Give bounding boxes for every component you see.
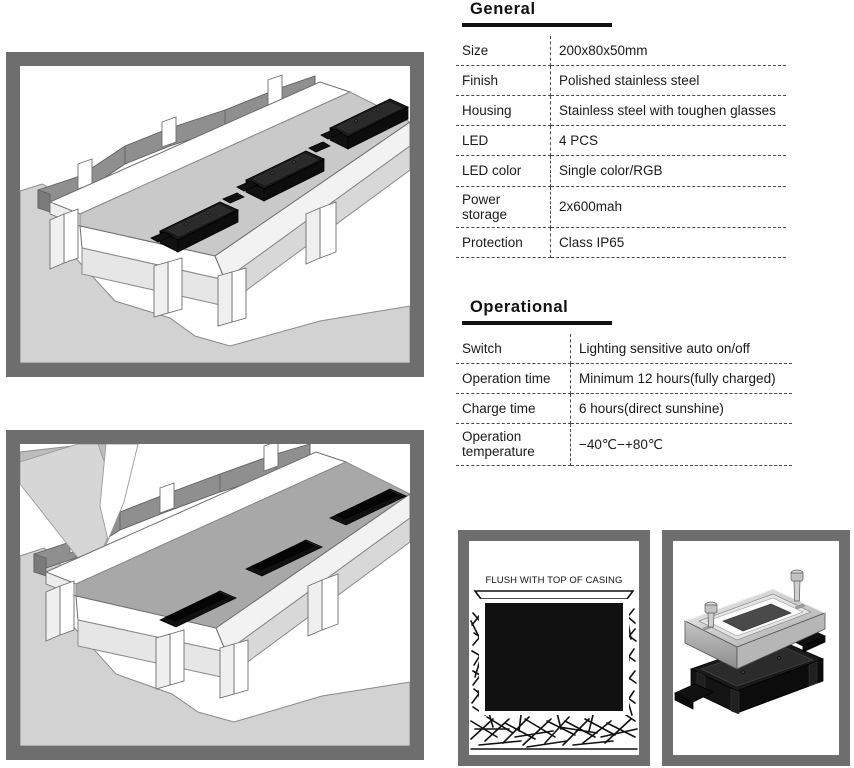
table-row: Operation time Minimum 12 hours(fully ch… xyxy=(456,363,792,395)
cross-section-drawing xyxy=(470,590,638,750)
table-row: Finish Polished stainless steel xyxy=(456,65,786,97)
general-title: General xyxy=(470,0,536,18)
illustration-road-recess-canvas xyxy=(20,444,410,746)
illustration-cross-section: FLUSH WITH TOP OF CASING xyxy=(458,530,650,766)
table-row: Charge time 6 hours(direct sunshine) xyxy=(456,393,792,425)
illustration-road-surface-canvas xyxy=(20,66,410,363)
spec-label: LED color xyxy=(456,155,551,187)
spec-value: Class IP65 xyxy=(550,227,786,258)
spec-label: Size xyxy=(456,36,551,67)
table-row: Power storage 2x600mah xyxy=(456,186,786,228)
illustration-exploded-assembly xyxy=(662,530,850,766)
table-row: Protection Class IP65 xyxy=(456,227,786,258)
recess-pocket xyxy=(245,539,323,577)
spec-value: Stainless steel with toughen glasses xyxy=(550,95,786,127)
general-title-rule xyxy=(462,23,612,27)
spec-value: 2x600mah xyxy=(550,186,786,228)
operational-title: Operational xyxy=(470,298,569,316)
spec-label: Operation time xyxy=(456,363,571,395)
spec-label: Finish xyxy=(456,65,551,97)
led-unit xyxy=(236,141,331,202)
exploded-assembly-drawing xyxy=(674,569,827,715)
illustration-road-surface-mounted xyxy=(6,52,424,377)
spec-value: Lighting sensitive auto on/off xyxy=(570,334,792,365)
spec-label: Protection xyxy=(456,227,551,258)
spec-value: Polished stainless steel xyxy=(550,65,786,97)
spec-label: Power storage xyxy=(456,186,551,228)
road-surface-drawing xyxy=(20,74,410,363)
spec-value: Minimum 12 hours(fully charged) xyxy=(570,363,792,395)
recess-pocket xyxy=(159,590,237,628)
spec-label: Operation temperature xyxy=(456,423,571,466)
general-spec-block: General Size 200x80x50mm Finish Polished… xyxy=(456,0,786,258)
table-row: Operation temperature −40℃−+80℃ xyxy=(456,423,792,466)
casing-body xyxy=(674,627,826,715)
led-unit xyxy=(150,192,245,253)
flush-lid xyxy=(473,590,635,600)
cross-section-caption: FLUSH WITH TOP OF CASING xyxy=(485,575,623,586)
spec-value: 4 PCS xyxy=(550,125,786,157)
spec-label: Charge time xyxy=(456,393,571,425)
fixing-screw xyxy=(704,601,718,628)
table-row: Size 200x80x50mm xyxy=(456,36,786,67)
recess-pocket xyxy=(329,488,407,526)
spec-value: 200x80x50mm xyxy=(550,36,786,67)
operational-spec-table: Switch Lighting sensitive auto on/off Op… xyxy=(456,334,792,466)
illustration-cross-section-canvas: FLUSH WITH TOP OF CASING xyxy=(469,541,639,755)
spec-label: Housing xyxy=(456,95,551,127)
operational-spec-block: Operational Switch Lighting sensitive au… xyxy=(456,298,792,466)
road-recess-drawing xyxy=(20,444,410,746)
spec-label: Switch xyxy=(456,334,571,365)
spec-label: LED xyxy=(456,125,551,157)
illustration-exploded-canvas xyxy=(673,541,839,755)
table-row: LED color Single color/RGB xyxy=(456,155,786,187)
operational-title-rule xyxy=(462,321,612,325)
general-spec-table: Size 200x80x50mm Finish Polished stainle… xyxy=(456,36,786,258)
fixing-screw xyxy=(790,569,804,602)
stainless-lid xyxy=(683,588,827,670)
led-unit xyxy=(320,98,409,150)
spec-value: 6 hours(direct sunshine) xyxy=(570,393,792,425)
table-row: LED 4 PCS xyxy=(456,125,786,157)
spec-value: −40℃−+80℃ xyxy=(570,423,792,466)
table-row: Housing Stainless steel with toughen gla… xyxy=(456,95,786,127)
table-row: Switch Lighting sensitive auto on/off xyxy=(456,334,792,365)
unit-casing xyxy=(485,603,623,711)
illustration-road-recessed-pockets xyxy=(6,430,424,760)
spec-value: Single color/RGB xyxy=(550,155,786,187)
